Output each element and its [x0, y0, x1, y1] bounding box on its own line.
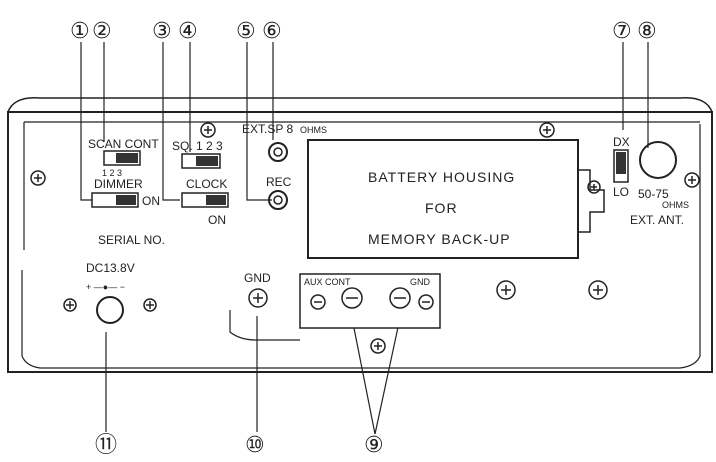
screw-icon [310, 294, 326, 310]
rec-jack: REC [266, 175, 292, 210]
callout-4: ④ [178, 18, 198, 43]
dx-label: DX [613, 135, 630, 149]
callout-2: ② [92, 18, 112, 43]
screw-icon [588, 280, 608, 300]
ext-ant-connector: 50-75 OHMS EXT. ANT. [630, 141, 689, 227]
ext-ant-label: EXT. ANT. [630, 213, 684, 227]
callout-numbers: ① ② ③ ④ ⑤ ⑥ ⑦ ⑧ ⑨ ⑩ ⑪ [70, 18, 657, 457]
dc-power-jack: DC13.8V + —●— − [86, 261, 135, 324]
screw-icon [143, 298, 157, 312]
screw-icon [341, 287, 363, 309]
clock-switch: CLOCK ON [181, 177, 229, 227]
screw-icon [496, 280, 516, 300]
scan-cont-switch: SCAN CONT 1 2 3 [88, 137, 159, 178]
screw-icon [389, 287, 411, 309]
dimmer-switch: DIMMER ON [91, 177, 160, 208]
ext-sp-jack: EXT.SP 8 OHMS [242, 122, 327, 162]
screw-icon [587, 180, 601, 194]
clock-label: CLOCK [186, 177, 227, 191]
battery-housing: BATTERY HOUSING FOR MEMORY BACK-UP [307, 139, 605, 259]
screw-icon [539, 122, 555, 138]
chassis [7, 97, 713, 373]
callout-3: ③ [152, 18, 172, 43]
scan-cont-label: SCAN CONT [88, 137, 159, 151]
dimmer-label: DIMMER [94, 177, 143, 191]
sq-label: SQ. 1 2 3 [172, 139, 223, 153]
rec-label: REC [266, 175, 292, 189]
screw-icon [418, 294, 434, 310]
dc-label: DC13.8V [86, 261, 135, 275]
screw-icon [30, 170, 46, 186]
callout-1: ① [70, 18, 90, 43]
screw-icon [63, 298, 77, 312]
sq-switch: SQ. 1 2 3 [172, 139, 223, 169]
callout-8: ⑧ [637, 18, 657, 43]
screw-icon [684, 172, 700, 188]
dx-lo-switch: DX LO [613, 135, 630, 199]
dimmer-on-label: ON [142, 194, 160, 208]
gnd-left-label: GND [244, 271, 271, 285]
ant-ohms-label: OHMS [662, 200, 689, 210]
chassis-screws [30, 122, 700, 354]
ext-sp-ohms-label: OHMS [300, 125, 327, 135]
leader-lines [80, 42, 649, 435]
callout-6: ⑥ [262, 18, 282, 43]
battery-line-3: MEMORY BACK-UP [368, 231, 511, 247]
aux-cont-label: AUX CONT [304, 277, 351, 287]
gnd-right-label: GND [410, 277, 431, 287]
ant-range-label: 50-75 [638, 187, 669, 201]
dc-polarity-label: + —●— − [86, 282, 125, 292]
screw-icon [200, 122, 216, 138]
callout-11: ⑪ [95, 432, 117, 457]
screw-icon [370, 338, 386, 354]
gnd-terminal-left: GND [244, 271, 271, 308]
clock-on-label: ON [208, 213, 226, 227]
callout-7: ⑦ [612, 18, 632, 43]
aux-terminal-block: AUX CONT GND [299, 273, 441, 329]
screw-icon [248, 288, 268, 308]
callout-5: ⑤ [236, 18, 256, 43]
ext-sp-label: EXT.SP 8 [242, 122, 293, 136]
lo-label: LO [613, 185, 629, 199]
serial-no-label: SERIAL NO. [98, 233, 165, 247]
battery-line-2: FOR [425, 200, 458, 216]
callout-10: ⑩ [245, 432, 265, 457]
callout-9: ⑨ [364, 432, 384, 457]
battery-line-1: BATTERY HOUSING [368, 169, 515, 185]
scan-switch-positions: 1 2 3 [102, 168, 122, 178]
